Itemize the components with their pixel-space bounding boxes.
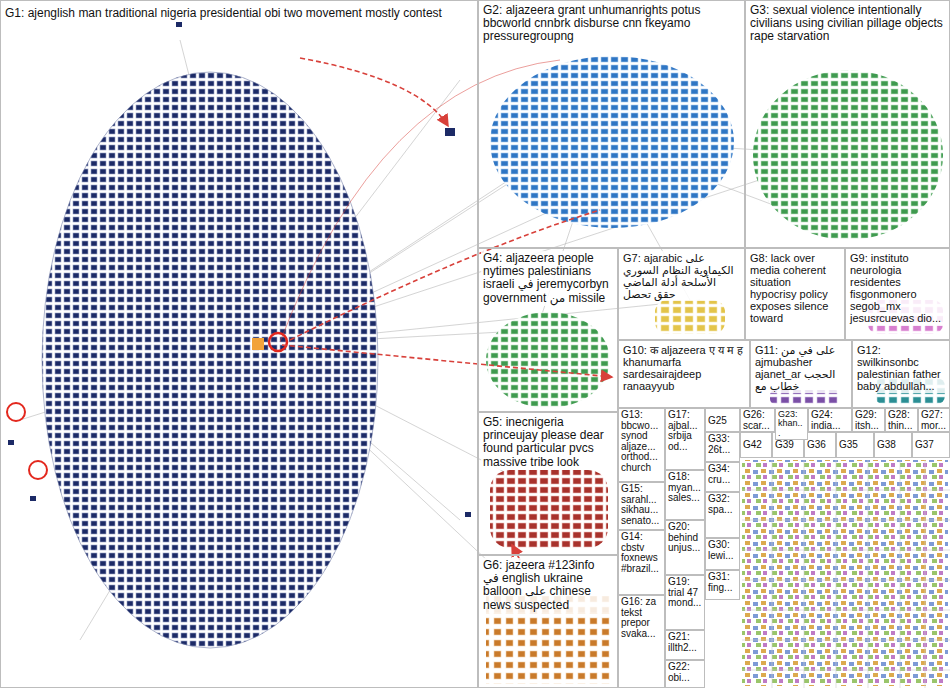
group-label: G35	[838, 440, 859, 451]
group-box: G31: fing...	[705, 570, 740, 600]
group-label: G12: swilkinsonbc palestinian father bab…	[855, 343, 947, 393]
group-box: G14: cbstv foxnews #brazil...	[618, 530, 665, 595]
group-label: G5: inecnigeria princeujay please dear f…	[481, 415, 615, 470]
group-label: G14: cbstv foxnews #brazil...	[620, 532, 663, 574]
group-label: G22: obi...	[667, 662, 703, 683]
group-box: G13: bbcwo... synod aljaze... orthod... …	[618, 408, 665, 482]
group-label: G23: khan...	[777, 410, 806, 438]
group-label: G6: jazeera #123info في english ukraine …	[481, 558, 615, 613]
group-label: G24: india...	[810, 410, 850, 431]
group-box: G38	[874, 432, 912, 458]
group-label: G4: aljazeera people nytimes palestinian…	[481, 251, 615, 306]
group-box: G6: jazeera #123info في english ukraine …	[478, 555, 618, 688]
group-box: G34: cru...	[705, 462, 740, 492]
group-box: G9: instituto neurologia residentes fisg…	[845, 248, 950, 340]
group-label: G34: cru...	[707, 464, 738, 485]
group-box: G2: aljazeera grant unhumanrights potus …	[478, 0, 745, 248]
group-box: G18: myan... sales...	[665, 470, 705, 520]
group-box: G12: swilkinsonbc palestinian father bab…	[852, 340, 950, 408]
group-box: G8: lack over media coherent situation h…	[745, 248, 845, 340]
group-box: G23: khan...	[775, 408, 808, 440]
group-label: G39	[774, 440, 795, 451]
group-box: G7: ajarabic على الكيماوية النظام السوري…	[618, 248, 745, 340]
group-box: G27: mor...	[918, 408, 950, 432]
group-label: G3: sexual violence intentionally civili…	[748, 3, 947, 45]
group-box: G17: ajbal... srbija od...	[665, 408, 705, 470]
group-label: G29: itsh...	[854, 410, 883, 431]
group-box: G35	[836, 432, 874, 458]
group-box: G3: sexual violence intentionally civili…	[745, 0, 950, 248]
group-label: G9: instituto neurologia residentes fisg…	[848, 251, 947, 326]
group-label: G27: mor...	[920, 410, 948, 431]
group-label: G16: za tekst prepor svaka...	[620, 597, 663, 639]
group-box: G11: على في من ajmubasher ajanet_ar الحج…	[750, 340, 852, 408]
group-box: G15: sarahl... sikhau... senato...	[618, 482, 665, 530]
group-label: G17: ajbal... srbija od...	[667, 410, 703, 452]
group-label: G11: على في من ajmubasher ajanet_ar الحج…	[753, 343, 849, 393]
group-box: G10: क aljazeera ए य म ह khanumarfa sard…	[618, 340, 750, 408]
group-box: G37	[912, 432, 950, 458]
group-label: G19: trial 47 mond...	[667, 577, 703, 609]
group-box: G30: lewi...	[705, 538, 740, 570]
group-box: G16: za tekst prepor svaka...	[618, 595, 665, 688]
group-box: G20: behind unjus...	[665, 520, 705, 575]
group-label: G20: behind unjus...	[667, 522, 703, 554]
group-box: G1: ajenglish man traditional nigeria pr…	[0, 0, 478, 688]
group-label: G37	[914, 440, 935, 451]
group-label: G8: lack over media coherent situation h…	[748, 251, 842, 326]
group-label: G30: lewi...	[707, 540, 738, 561]
group-label: G15: sarahl... sikhau... senato...	[620, 484, 663, 526]
group-box: G28: thin...	[885, 408, 918, 432]
group-label: G18: myan... sales...	[667, 472, 703, 504]
group-label: G13: bbcwo... synod aljaze... orthod... …	[620, 410, 663, 473]
group-box: G19: trial 47 mond...	[665, 575, 705, 630]
group-box: G4: aljazeera people nytimes palestinian…	[478, 248, 618, 412]
group-label: G32: spa...	[707, 494, 738, 515]
group-label: G33: 26t...	[707, 434, 738, 455]
group-label: G36	[806, 440, 827, 451]
group-box: G36	[804, 432, 836, 458]
group-box: G22: obi...	[665, 660, 705, 688]
group-label: G26: scar...	[742, 410, 773, 431]
group-label: G42	[742, 440, 763, 451]
group-box: G5: inecnigeria princeujay please dear f…	[478, 412, 618, 555]
group-label: G1: ajenglish man traditional nigeria pr…	[3, 6, 444, 21]
group-box: G33: 26t...	[705, 432, 740, 462]
group-label: G28: thin...	[887, 410, 916, 431]
group-label: G38	[876, 440, 897, 451]
group-label: G21: illth2...	[667, 632, 703, 653]
group-label: G25	[707, 416, 728, 427]
group-label: G2: aljazeera grant unhumanrights potus …	[481, 3, 742, 45]
group-box: G29: itsh...	[852, 408, 885, 432]
group-label: G7: ajarabic على الكيماوية النظام السوري…	[621, 251, 742, 301]
group-box: G32: spa...	[705, 492, 740, 538]
group-box: G42	[740, 432, 772, 458]
group-box: G26: scar...	[740, 408, 775, 432]
group-box: G21: illth2...	[665, 630, 705, 660]
group-label: G10: क aljazeera ए य म ह khanumarfa sard…	[621, 343, 747, 393]
group-box: G25	[705, 408, 740, 432]
group-label: G31: fing...	[707, 572, 738, 593]
group-box: G24: india...	[808, 408, 852, 432]
